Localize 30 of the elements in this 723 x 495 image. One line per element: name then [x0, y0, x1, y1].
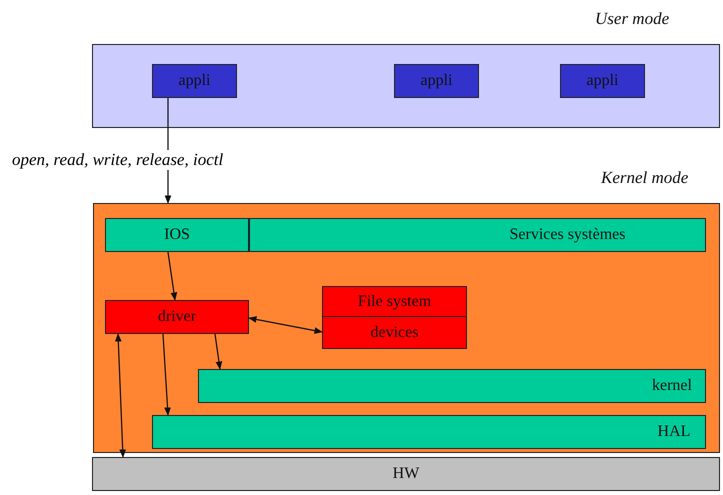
block-box	[322, 316, 467, 349]
block-box	[152, 415, 706, 449]
block-label: appli	[586, 72, 618, 90]
block-label: File system	[358, 292, 432, 310]
arrow	[167, 252, 178, 301]
block-label: HW	[392, 465, 420, 483]
block-label: Services systèmes	[510, 226, 626, 244]
block-label: devices	[370, 324, 418, 342]
block-label: driver	[158, 308, 196, 326]
arrow	[248, 316, 323, 334]
block-label: appli	[178, 72, 210, 90]
mode-heading: Kernel mode	[601, 168, 688, 188]
mode-heading: User mode	[595, 9, 670, 29]
block-box	[322, 286, 467, 317]
block-label: HAL	[658, 423, 690, 441]
block-label: IOS	[164, 226, 190, 244]
arrow	[214, 334, 222, 370]
block-box	[152, 64, 237, 98]
block-box	[394, 64, 479, 98]
block-box	[560, 64, 645, 98]
block-box	[198, 369, 706, 403]
block-box	[249, 218, 706, 252]
block-label: kernel	[652, 377, 692, 395]
block-label: appli	[420, 72, 452, 90]
arrow	[114, 333, 126, 458]
edge-label: open, read, write, release, ioctl	[10, 150, 226, 170]
block-box	[105, 300, 249, 334]
arrow	[162, 334, 171, 416]
block-box	[92, 457, 720, 491]
block-box	[105, 218, 249, 252]
